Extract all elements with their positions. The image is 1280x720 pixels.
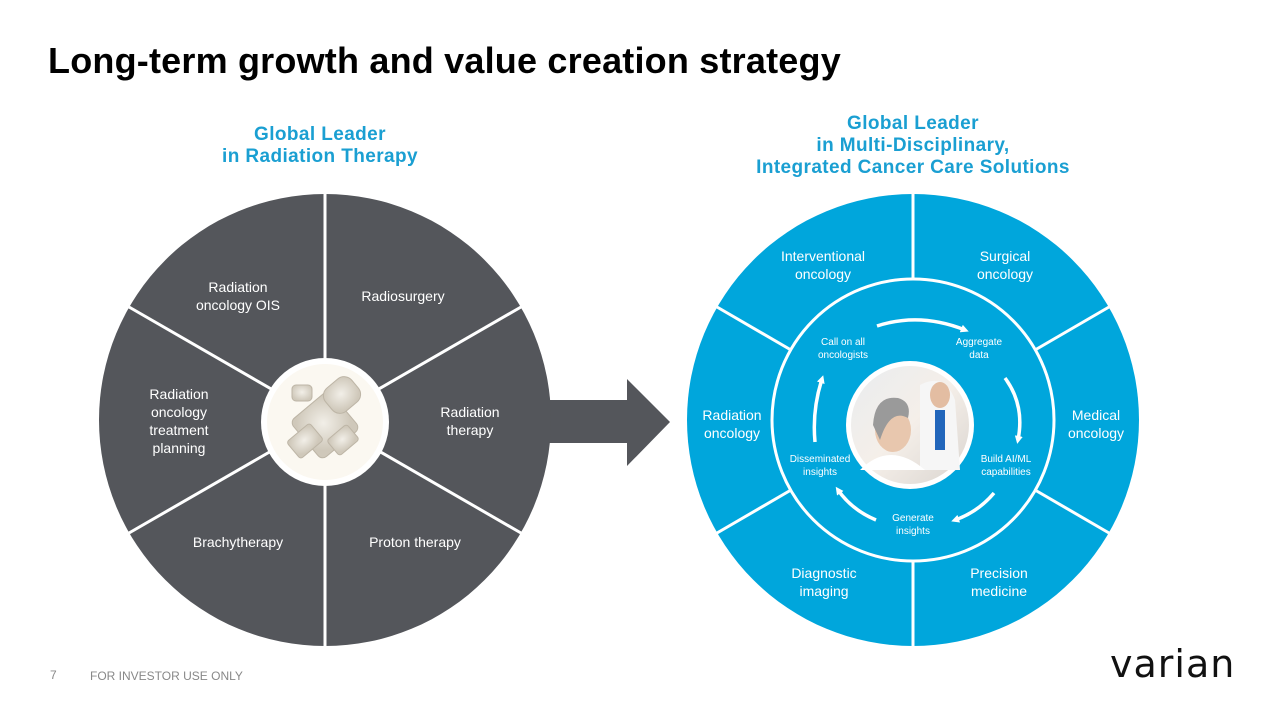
segment-label: Surgical oncology bbox=[976, 248, 1034, 282]
inner-ring bbox=[770, 277, 1056, 563]
cycle-step: Call on all oncologists bbox=[818, 336, 868, 362]
cycle-arrows bbox=[812, 318, 1023, 523]
people-photo-icon bbox=[860, 380, 960, 470]
segment-label: Diagnostic imaging bbox=[791, 565, 857, 599]
right-spokes bbox=[716, 194, 1110, 646]
segment-interventional-oncology: Interventional oncology bbox=[781, 247, 865, 283]
segment-label: Precision medicine bbox=[970, 565, 1028, 599]
left-heading: Global Leader in Radiation Therapy bbox=[170, 124, 470, 168]
segment-radiosurgery: Radiosurgery bbox=[361, 287, 444, 305]
segment-radiation-therapy: Radiation therapy bbox=[440, 403, 499, 439]
segment-medical-oncology: Medical oncology bbox=[1068, 406, 1124, 442]
cycle-label: Disseminated insights bbox=[789, 454, 851, 478]
segment-label: Radiation oncology treatment planning bbox=[149, 386, 209, 456]
segment-treatment-planning: Radiation oncology treatment planning bbox=[149, 385, 208, 457]
segment-label: Radiation oncology bbox=[702, 407, 762, 441]
right-heading: Global Leader in Multi-Disciplinary, Int… bbox=[713, 113, 1113, 179]
segment-label: Medical oncology bbox=[1067, 407, 1125, 441]
segment-proton-therapy: Proton therapy bbox=[369, 533, 461, 551]
segment-precision-medicine: Precision medicine bbox=[970, 564, 1028, 600]
right-heading-line: in Multi-Disciplinary, bbox=[816, 135, 1010, 156]
segment-label: Radiation therapy bbox=[440, 404, 500, 438]
cycle-step: Aggregate data bbox=[956, 336, 1002, 362]
cycle-step: Generate insights bbox=[892, 512, 934, 538]
cycle-label: Generate insights bbox=[892, 513, 934, 537]
right-heading-line: Global Leader bbox=[847, 113, 979, 134]
cycle-label: Call on all oncologists bbox=[817, 337, 869, 361]
left-heading-line: in Radiation Therapy bbox=[222, 146, 418, 167]
cycle-step: Build AI/ML capabilities bbox=[981, 453, 1032, 479]
right-heading-line: Integrated Cancer Care Solutions bbox=[756, 157, 1070, 178]
footer-note: FOR INVESTOR USE ONLY bbox=[90, 669, 243, 683]
page-number: 7 bbox=[50, 668, 57, 682]
segment-radiation-oncology-ois: Radiation oncology OIS bbox=[196, 278, 280, 314]
segment-brachytherapy: Brachytherapy bbox=[193, 533, 283, 551]
cycle-label: Aggregate data bbox=[955, 337, 1003, 361]
segment-label: Radiation oncology OIS bbox=[195, 279, 281, 313]
cycle-label: Build AI/ML capabilities bbox=[980, 454, 1032, 478]
segment-diagnostic-imaging: Diagnostic imaging bbox=[791, 564, 856, 600]
page-title: Long-term growth and value creation stra… bbox=[48, 40, 841, 81]
segment-label: Radiosurgery bbox=[361, 288, 445, 304]
segment-label: Brachytherapy bbox=[192, 534, 284, 550]
transition-arrow bbox=[540, 379, 670, 466]
segment-radiation-oncology: Radiation oncology bbox=[702, 406, 761, 442]
cycle-step: Disseminated insights bbox=[790, 453, 851, 479]
linac-machine-icon bbox=[287, 376, 362, 459]
varian-logo: varian bbox=[1110, 642, 1236, 686]
segment-label: Interventional oncology bbox=[780, 248, 866, 282]
segment-surgical-oncology: Surgical oncology bbox=[977, 247, 1033, 283]
segment-label: Proton therapy bbox=[369, 534, 461, 550]
left-heading-line: Global Leader bbox=[254, 124, 386, 145]
